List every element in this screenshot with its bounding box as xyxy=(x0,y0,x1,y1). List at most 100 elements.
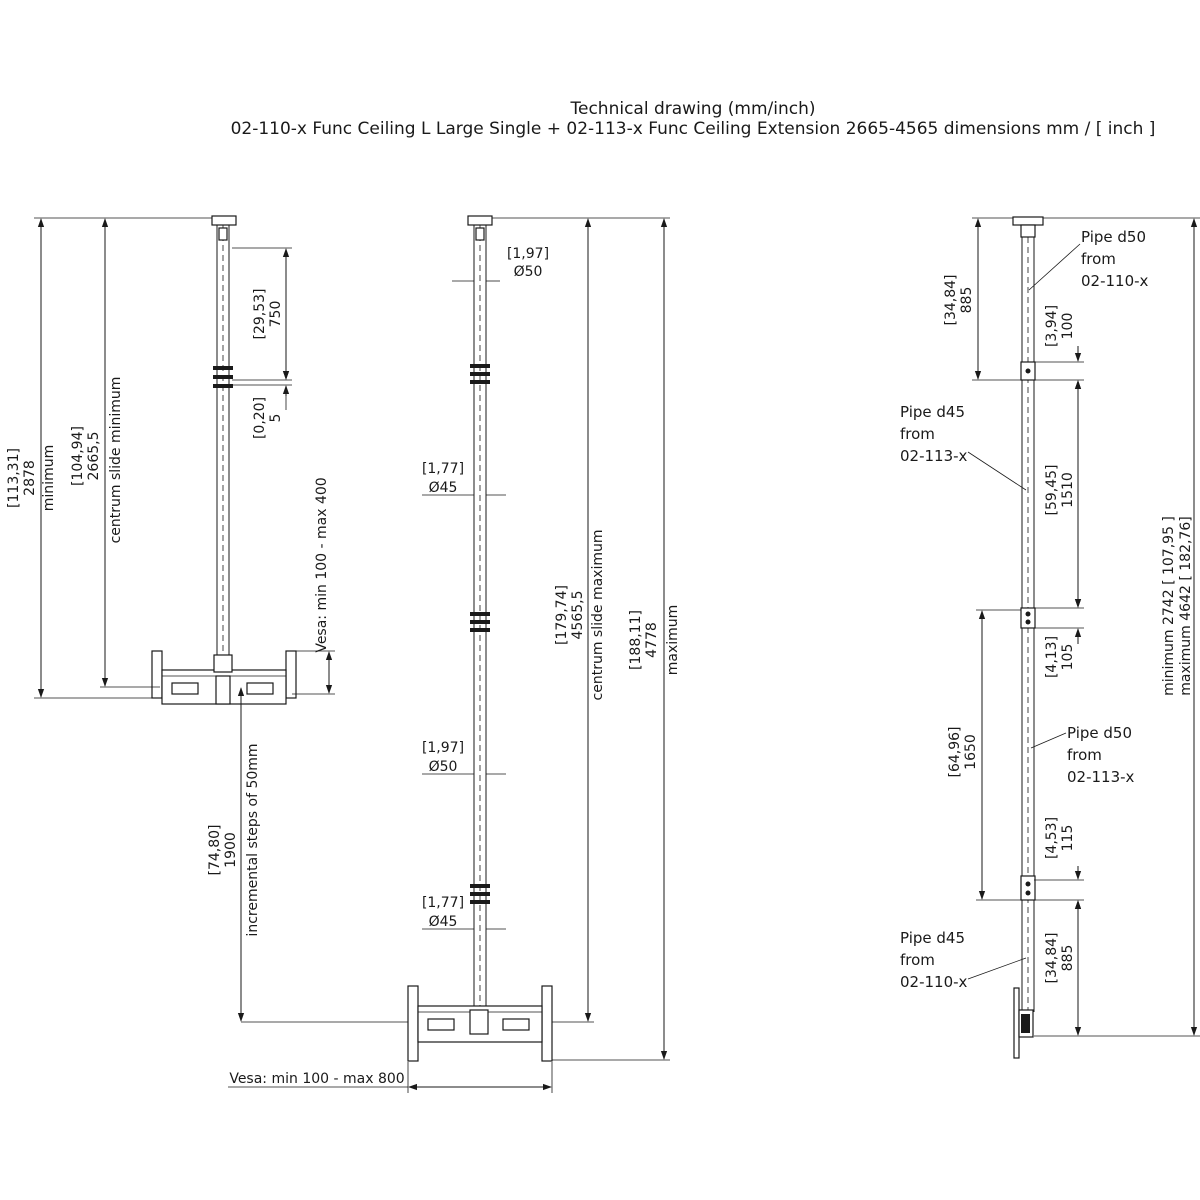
pipe-joints xyxy=(1020,361,1036,901)
view-minimum: [113,31] 2878 minimum [104,94] 2665,5 ce… xyxy=(6,215,410,1023)
dim-slide-mm: 750 xyxy=(268,301,284,328)
callout1-line3: 02-110-x xyxy=(1081,272,1149,290)
pipe-clamps xyxy=(470,364,490,904)
ceiling-plate xyxy=(467,215,493,226)
dim-total-max: maximum 4642 [ 182,76] xyxy=(1178,516,1194,695)
diam1-mm: Ø50 xyxy=(514,264,543,280)
ceiling-plate xyxy=(211,215,237,226)
dim-bottom-885: [34,84] 885 xyxy=(1034,900,1200,1037)
callout-pipe-d50-02-110: Pipe d50 from 02-110-x xyxy=(1028,228,1149,291)
dim-overall-mm: 2878 xyxy=(22,460,38,496)
tilt-bracket xyxy=(1013,987,1034,1059)
diam-45-lower: [1,77] Ø45 xyxy=(422,895,506,930)
diam1-inch: [1,97] xyxy=(507,246,549,262)
dim-centrum-max-inch: [179,74] xyxy=(554,585,570,645)
dim-b-mm: 1510 xyxy=(1060,472,1076,508)
dim-incremental-label: incremental steps of 50mm xyxy=(245,743,261,936)
dim-b-inch: [59,45] xyxy=(1044,464,1060,515)
vesa-horizontal-label: Vesa: min 100 - max 800 xyxy=(229,1071,404,1087)
dim-slide-inch: [29,53] xyxy=(252,288,268,339)
callout3-line1: Pipe d50 xyxy=(1067,724,1132,742)
callout4-line1: Pipe d45 xyxy=(900,929,965,947)
title-line-1: Technical drawing (mm/inch) xyxy=(570,99,816,119)
callout-pipe-d50-02-113: Pipe d50 from 02-113-x xyxy=(1030,724,1135,786)
dim-top-mm: 885 xyxy=(959,287,975,314)
dim-top-885: [34,84] 885 xyxy=(943,217,1021,381)
dim-centrum-label: centrum slide minimum xyxy=(108,377,124,544)
dim-a-100: [3,94] 100 xyxy=(1034,305,1084,396)
dim-bottom-inch: [34,84] xyxy=(1044,932,1060,983)
diam4-mm: Ø45 xyxy=(429,914,458,930)
callout3-line3: 02-113-x xyxy=(1067,768,1135,786)
diam4-inch: [1,77] xyxy=(422,895,464,911)
dim-centrum-mm: 2665,5 xyxy=(86,432,102,481)
callout-pipe-d45-02-110: Pipe d45 from 02-110-x xyxy=(900,929,1027,991)
pipe xyxy=(216,225,230,655)
callout-pipe-d45-02-113: Pipe d45 from 02-113-x xyxy=(900,403,1027,491)
diam-50-upper: [1,97] Ø50 xyxy=(452,246,549,282)
dim-max-mm: 4778 xyxy=(644,622,660,658)
dim-total-side: minimum 2742 [ 107,95 ] maximum 4642 [ 1… xyxy=(1043,217,1200,1036)
dim-c-mm: 105 xyxy=(1060,644,1076,671)
ceiling-plate xyxy=(1012,216,1044,226)
dim-d-mm: 1650 xyxy=(963,734,979,770)
tv-mount xyxy=(151,650,297,705)
callout4-line3: 02-110-x xyxy=(900,973,968,991)
title-line-2: 02-110-x Func Ceiling L Large Single + 0… xyxy=(231,119,1156,139)
dim-bottom-mm: 885 xyxy=(1060,945,1076,972)
dim-centrum-minimum: [104,94] 2665,5 centrum slide minimum xyxy=(70,218,160,688)
drawing-title: Technical drawing (mm/inch) 02-110-x Fun… xyxy=(231,99,1156,139)
dim-a-mm: 100 xyxy=(1060,313,1076,340)
callout2-line2: from xyxy=(900,425,935,443)
diam3-inch: [1,97] xyxy=(422,740,464,756)
dim-incremental-inch: [74,80] xyxy=(207,824,223,875)
dim-c-inch: [4,13] xyxy=(1044,636,1060,678)
dim-step-inch: [0,20] xyxy=(252,397,268,439)
diam-50-lower: [1,97] Ø50 xyxy=(422,740,506,775)
view-side: [34,84] 885 [3,94] 100 [59,45] 1510 [4,1… xyxy=(900,216,1200,1059)
diam-45-upper: [1,77] Ø45 xyxy=(422,461,506,496)
dim-d-inch: [64,96] xyxy=(947,726,963,777)
dim-centrum-max-label: centrum slide maximum xyxy=(590,530,606,701)
callout3-line2: from xyxy=(1067,746,1102,764)
dim-e-115: [4,53] 115 xyxy=(1034,817,1084,914)
dim-e-inch: [4,53] xyxy=(1044,817,1060,859)
dim-e-mm: 115 xyxy=(1060,825,1076,852)
dim-top-inch: [34,84] xyxy=(943,274,959,325)
dim-step-5: [0,20] 5 xyxy=(232,368,292,439)
slide-clamps xyxy=(213,366,233,388)
dim-b-1510: [59,45] 1510 xyxy=(1034,380,1084,609)
dim-centrum-inch: [104,94] xyxy=(70,426,86,486)
callout4-line2: from xyxy=(900,951,935,969)
vesa-vertical-label: Vesa: min 100 - max 400 xyxy=(314,477,330,652)
dim-overall-maximum: [188,11] 4778 maximum xyxy=(552,218,681,1061)
callout1-line1: Pipe d50 xyxy=(1081,228,1146,246)
dim-overall-minimum: [113,31] 2878 minimum xyxy=(6,217,212,699)
tv-mount xyxy=(407,985,553,1062)
diam2-inch: [1,77] xyxy=(422,461,464,477)
dim-centrum-maximum: [179,74] 4565,5 centrum slide maximum xyxy=(492,217,670,1023)
dim-slide-750: [29,53] 750 xyxy=(232,247,292,381)
dim-incremental-mm: 1900 xyxy=(223,832,239,868)
dim-vesa-vertical: Vesa: min 100 - max 400 xyxy=(292,477,335,695)
dim-overall-label: minimum xyxy=(41,445,57,511)
callout1-line2: from xyxy=(1081,250,1116,268)
callout2-line3: 02-113-x xyxy=(900,447,968,465)
view-maximum: [1,97] Ø50 [1,77] Ø45 [1,97] Ø50 [1,77] … xyxy=(228,215,681,1093)
dim-max-label: maximum xyxy=(665,605,681,676)
dim-max-inch: [188,11] xyxy=(628,610,644,670)
callout2-line1: Pipe d45 xyxy=(900,403,965,421)
dim-step-mm: 5 xyxy=(268,414,284,423)
dim-total-min: minimum 2742 [ 107,95 ] xyxy=(1161,516,1177,696)
dim-vesa-horizontal: Vesa: min 100 - max 800 xyxy=(228,1062,553,1093)
dim-incremental-1900: [74,80] 1900 incremental steps of 50mm xyxy=(207,687,410,1023)
dim-d-1650: [64,96] 1650 xyxy=(947,609,1021,901)
dim-overall-inch: [113,31] xyxy=(6,448,22,508)
dim-centrum-max-mm: 4565,5 xyxy=(570,591,586,640)
dim-c-105: [4,13] 105 xyxy=(1034,594,1084,678)
dim-a-inch: [3,94] xyxy=(1044,305,1060,347)
diam2-mm: Ø45 xyxy=(429,480,458,496)
diam3-mm: Ø50 xyxy=(429,759,458,775)
